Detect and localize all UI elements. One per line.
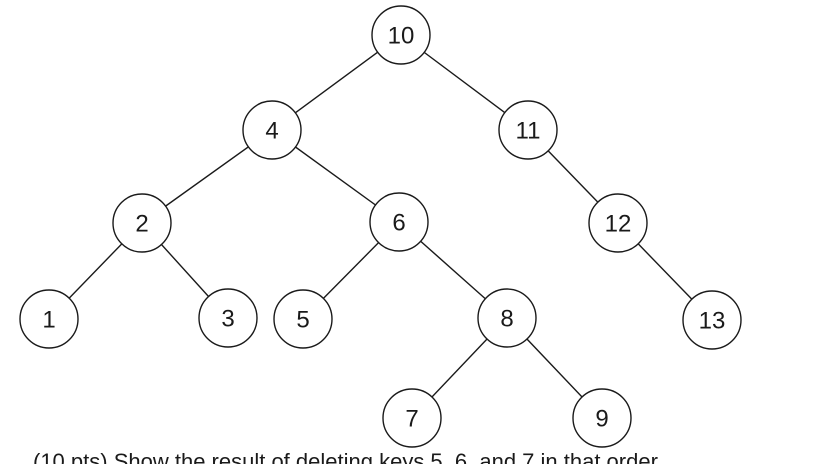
tree-node-9: 9 <box>572 388 632 448</box>
tree-node-4: 4 <box>242 100 302 160</box>
tree-node-label-10: 10 <box>388 23 415 50</box>
tree-node-circle-4 <box>242 100 302 160</box>
question-text: (10 pts) Show the result of deleting key… <box>33 449 658 464</box>
tree-node-label-2: 2 <box>135 211 148 238</box>
tree-node-7: 7 <box>382 388 442 448</box>
tree-node-1: 1 <box>19 289 79 349</box>
tree-node-2: 2 <box>112 193 172 253</box>
tree-node-label-5: 5 <box>296 307 309 334</box>
tree-node-circle-13 <box>682 290 742 350</box>
tree-node-10: 10 <box>371 5 431 65</box>
tree-node-8: 8 <box>477 288 537 348</box>
tree-node-circle-8 <box>477 288 537 348</box>
tree-node-3: 3 <box>198 288 258 348</box>
tree-node-label-3: 3 <box>221 306 234 333</box>
tree-node-label-1: 1 <box>42 307 55 334</box>
tree-node-circle-2 <box>112 193 172 253</box>
tree-node-label-7: 7 <box>405 406 418 433</box>
tree-node-circle-3 <box>198 288 258 348</box>
tree-node-circle-5 <box>273 289 333 349</box>
tree-node-circle-9 <box>572 388 632 448</box>
tree-node-label-12: 12 <box>605 211 632 238</box>
tree-node-label-11: 11 <box>516 118 541 145</box>
tree-node-12: 12 <box>588 193 648 253</box>
tree-node-label-6: 6 <box>392 210 405 237</box>
tree-node-11: 11 <box>498 100 558 160</box>
tree-node-circle-10 <box>371 5 431 65</box>
tree-node-5: 5 <box>273 289 333 349</box>
tree-node-13: 13 <box>682 290 742 350</box>
tree-node-label-8: 8 <box>500 306 513 333</box>
tree-node-label-13: 13 <box>699 308 726 335</box>
tree-node-circle-7 <box>382 388 442 448</box>
tree-node-label-9: 9 <box>595 406 608 433</box>
tree-node-circle-11 <box>498 100 558 160</box>
tree-node-circle-6 <box>369 192 429 252</box>
tree-node-circle-1 <box>19 289 79 349</box>
tree-node-label-4: 4 <box>265 118 278 145</box>
tree-node-circle-12 <box>588 193 648 253</box>
tree-node-6: 6 <box>369 192 429 252</box>
